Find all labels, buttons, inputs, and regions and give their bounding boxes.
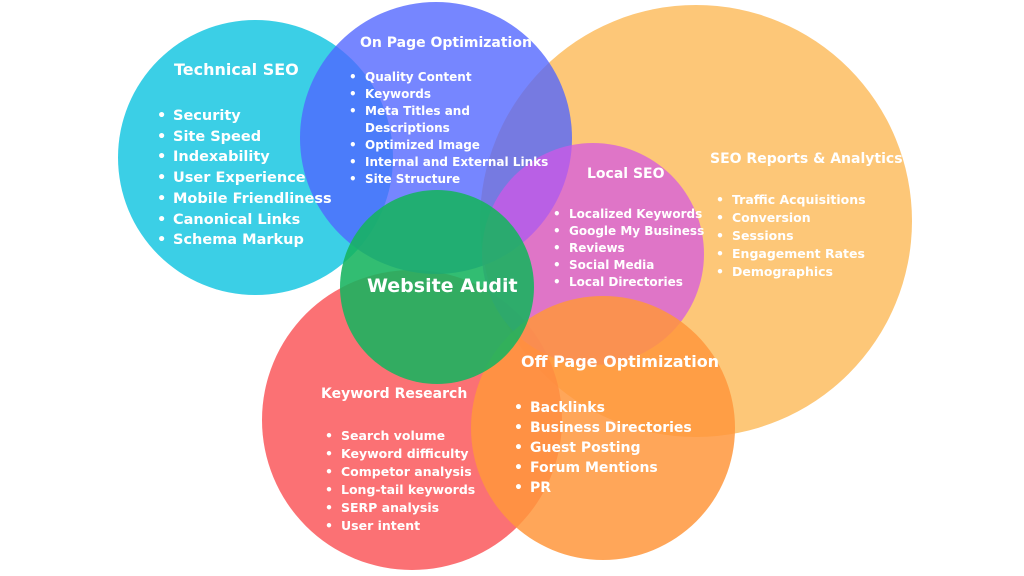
seo-reports-list: Traffic Acquisitions Conversion Sessions…: [716, 191, 866, 281]
list-item: Backlinks: [514, 398, 692, 418]
list-item: Quality Content: [349, 69, 548, 86]
list-item: SERP analysis: [325, 499, 475, 517]
list-item: Keyword difficulty: [325, 445, 475, 463]
off-page-list: Backlinks Business Directories Guest Pos…: [514, 398, 692, 498]
website-audit-title: Website Audit: [367, 275, 518, 297]
list-item: Demographics: [716, 263, 866, 281]
keyword-research-title: Keyword Research: [321, 386, 468, 402]
list-item: Business Directories: [514, 418, 692, 438]
list-item: Forum Mentions: [514, 458, 692, 478]
list-item: Schema Markup: [157, 230, 332, 251]
local-seo-title: Local SEO: [587, 166, 665, 182]
list-item: Security: [157, 106, 332, 127]
list-item: Competor analysis: [325, 463, 475, 481]
list-item: Guest Posting: [514, 438, 692, 458]
keyword-research-list: Search volume Keyword difficulty Competo…: [325, 427, 475, 535]
list-item: Canonical Links: [157, 210, 332, 231]
list-item: Reviews: [553, 240, 704, 257]
list-item: Meta Titles and: [349, 103, 548, 120]
technical-seo-list: Security Site Speed Indexability User Ex…: [157, 106, 332, 251]
off-page-title: Off Page Optimization: [521, 352, 720, 371]
list-item: Localized Keywords: [553, 206, 704, 223]
seo-reports-title: SEO Reports & Analytics: [710, 151, 903, 167]
list-item: Site Speed: [157, 127, 332, 148]
list-item: Local Directories: [553, 274, 704, 291]
list-item: Google My Business: [553, 223, 704, 240]
technical-seo-title: Technical SEO: [174, 60, 299, 79]
list-item: User intent: [325, 517, 475, 535]
list-item: Long-tail keywords: [325, 481, 475, 499]
list-item: PR: [514, 478, 692, 498]
list-item: Optimized Image: [349, 137, 548, 154]
on-page-list: Quality Content Keywords Meta Titles and…: [349, 69, 548, 188]
local-seo-list: Localized Keywords Google My Business Re…: [553, 206, 704, 291]
list-item: Conversion: [716, 209, 866, 227]
list-item: User Experience: [157, 168, 332, 189]
list-item: Indexability: [157, 147, 332, 168]
list-item: Traffic Acquisitions: [716, 191, 866, 209]
list-item: Mobile Friendliness: [157, 189, 332, 210]
list-item: Site Structure: [349, 171, 548, 188]
list-item: Keywords: [349, 86, 548, 103]
list-item: Search volume: [325, 427, 475, 445]
website-audit-circle: [340, 190, 534, 384]
list-item: Descriptions: [365, 121, 450, 135]
list-item: Engagement Rates: [716, 245, 866, 263]
list-item: Internal and External Links: [349, 154, 548, 171]
on-page-title: On Page Optimization: [360, 35, 532, 51]
list-item: Social Media: [553, 257, 704, 274]
list-item: Sessions: [716, 227, 866, 245]
